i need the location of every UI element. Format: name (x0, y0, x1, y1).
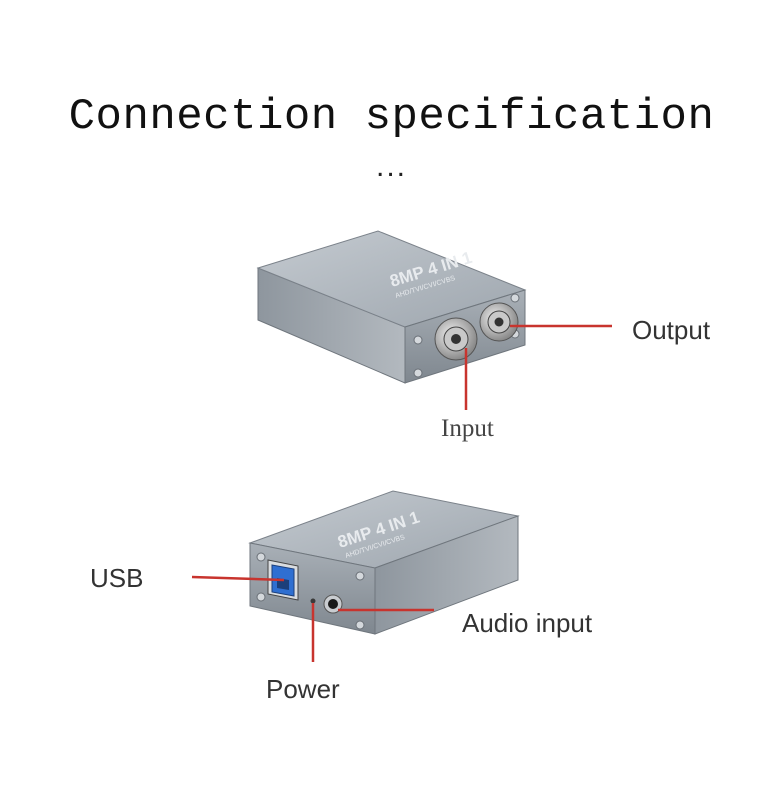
device-bottom-unit (248, 490, 520, 635)
usb-pointer (191, 575, 285, 582)
audio-jack (323, 594, 343, 614)
power-label: Power (266, 674, 340, 704)
output-label: Output (632, 315, 711, 345)
power-led (310, 598, 316, 604)
bnc-output-connector (479, 302, 519, 342)
input-label: Input (441, 415, 494, 442)
usb-label: USB (90, 563, 144, 593)
device-top-unit (256, 230, 527, 384)
page-title: Connection specification (68, 92, 715, 142)
bnc-input-connector (434, 317, 478, 361)
audio-input-label: Audio input (462, 608, 593, 638)
ellipsis: ... (375, 150, 407, 183)
pointer-lines (191, 324, 612, 662)
